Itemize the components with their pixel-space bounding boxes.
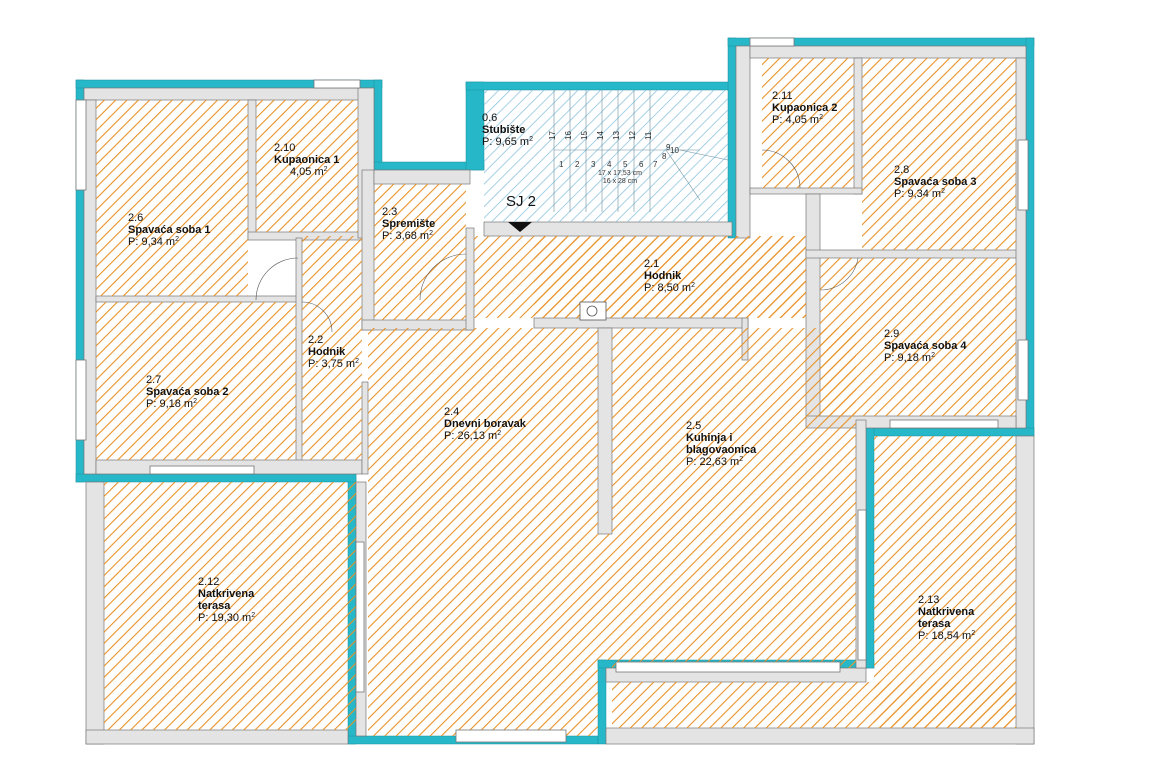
stair-step-number: 12 — [628, 131, 637, 140]
section-arrow — [508, 222, 532, 232]
room-name: Stubište — [482, 124, 526, 136]
room-area: P: 9,18 m2 — [884, 352, 935, 364]
stair-step-number: 16 — [564, 131, 573, 140]
room-number: 2.12 — [198, 576, 220, 588]
room-number: 2.8 — [894, 164, 910, 176]
stair-step-number: 9 — [666, 143, 671, 152]
room-area: P: 9,34 m2 — [894, 188, 945, 200]
stair-dimensions: 17 x 17,53 cm 16 x 28 cm — [598, 170, 642, 186]
room-number: 2.1 — [644, 258, 660, 270]
room-area: P: 19,30 m2 — [198, 612, 256, 624]
room-label-2-13: 2.13 Natkrivena terasa P: 18,54 m2 — [918, 594, 975, 642]
stair-step-number: 5 — [623, 160, 628, 169]
door-swings — [255, 149, 859, 333]
room-area: P: 3,75 m2 — [308, 358, 359, 370]
stair-riser-note: 17 x 17,53 cm — [598, 170, 642, 177]
room-name: Natkrivena — [918, 606, 975, 618]
room-name: Hodnik — [644, 270, 682, 282]
room-name: Spavaća soba 2 — [146, 386, 229, 398]
room-area: P: 4,05 m2 — [772, 114, 823, 126]
stair-area — [484, 90, 728, 222]
room-name: Kuhinja i — [686, 432, 733, 444]
room-name: Kupaonica 1 — [274, 154, 340, 166]
room-area: P: 8,50 m2 — [644, 282, 695, 294]
room-label-2-1: 2.1 Hodnik P: 8,50 m2 — [644, 258, 695, 294]
room-number: 2.9 — [884, 328, 900, 340]
stair-step-number: 13 — [612, 131, 621, 140]
room-number: 2.2 — [308, 334, 324, 346]
room-number: 2.4 — [444, 406, 460, 418]
room-name-line2: terasa — [918, 618, 951, 630]
room-label-2-2: 2.2 Hodnik P: 3,75 m2 — [308, 334, 359, 370]
room-number: 2.7 — [146, 374, 162, 386]
stair-step-number: 10 — [670, 146, 679, 155]
stair-step-number: 11 — [644, 131, 653, 140]
room-label-2-5: 2.5 Kuhinja i blagovaonica P: 22,63 m2 — [686, 420, 756, 468]
chimney — [579, 301, 607, 321]
stair-step-number: 15 — [580, 131, 589, 140]
room-name-line2: terasa — [198, 600, 231, 612]
room-number: 2.3 — [382, 206, 398, 218]
room-name: Spavaća soba 4 — [884, 340, 967, 352]
room-area: P: 18,54 m2 — [918, 630, 976, 642]
room-label-2-8: 2.8 Spavaća soba 3 P: 9,34 m2 — [894, 164, 977, 200]
room-label-2-9: 2.9 Spavaća soba 4 P: 9,18 m2 — [884, 328, 967, 364]
room-name: Spavaća soba 1 — [128, 224, 211, 236]
room-name: Spavaća soba 3 — [894, 176, 977, 188]
stair-step-number: 1 — [559, 160, 564, 169]
room-area: P: 9,18 m2 — [146, 398, 197, 410]
stair-step-number: 4 — [607, 160, 612, 169]
stair-step-number: 2 — [575, 160, 580, 169]
room-area: P: 26,13 m2 — [444, 430, 502, 442]
room-number: 2.11 — [772, 90, 793, 102]
room-label-2-7: 2.7 Spavaća soba 2 P: 9,18 m2 — [146, 374, 229, 410]
room-area: P: 22,63 m2 — [686, 456, 744, 468]
room-area: P: 3,68 m2 — [382, 230, 433, 242]
room-label-2-6: 2.6 Spavaća soba 1 P: 9,34 m2 — [128, 212, 211, 248]
section-mark-label: SJ 2 — [506, 193, 537, 210]
room-number: 2.13 — [918, 594, 940, 606]
room-number: 2.5 — [686, 420, 702, 432]
room-number: 2.10 — [274, 142, 296, 154]
room-area: 4,05 m2 — [290, 166, 328, 178]
room-number: 2.6 — [128, 212, 144, 224]
room-area: P: 9,65 m2 — [482, 136, 533, 148]
room-name: Dnevni boravak — [444, 418, 526, 430]
room-name: Natkrivena — [198, 588, 255, 600]
stair-step-number: 14 — [596, 131, 605, 140]
room-label-2-11: 2.11 Kupaonica 2 P: 4,05 m2 — [772, 90, 837, 126]
room-number: 0.6 — [482, 112, 498, 124]
room-label-2-3: 2.3 Spremište P: 3,68 m2 — [382, 206, 435, 242]
room-label-2-12: 2.12 Natkrivena terasa P: 19,30 m2 — [198, 576, 255, 624]
stair-step-number: 8 — [662, 152, 667, 161]
windows — [75, 37, 1029, 743]
stair-treads — [553, 90, 729, 212]
room-label-2-4: 2.4 Dnevni boravak P: 26,13 m2 — [444, 406, 526, 442]
stair-step-number: 3 — [591, 160, 596, 169]
room-name-line2: blagovaonica — [686, 444, 757, 456]
room-name: Hodnik — [308, 346, 346, 358]
room-name: Spremište — [382, 218, 436, 230]
stair-step-number: 17 — [548, 131, 557, 140]
room-area: P: 9,34 m2 — [128, 236, 179, 248]
room-label-0-6: 0.6 Stubište P: 9,65 m2 — [482, 112, 533, 148]
stair-tread-note: 16 x 28 cm — [602, 178, 638, 185]
room-label-2-10: 2.10 Kupaonica 1 4,05 m2 — [274, 142, 339, 178]
room-floors — [96, 58, 1016, 736]
stair-step-number: 6 — [639, 160, 644, 169]
stair-step-number: 7 — [653, 160, 658, 169]
room-name: Kupaonica 2 — [772, 102, 838, 114]
